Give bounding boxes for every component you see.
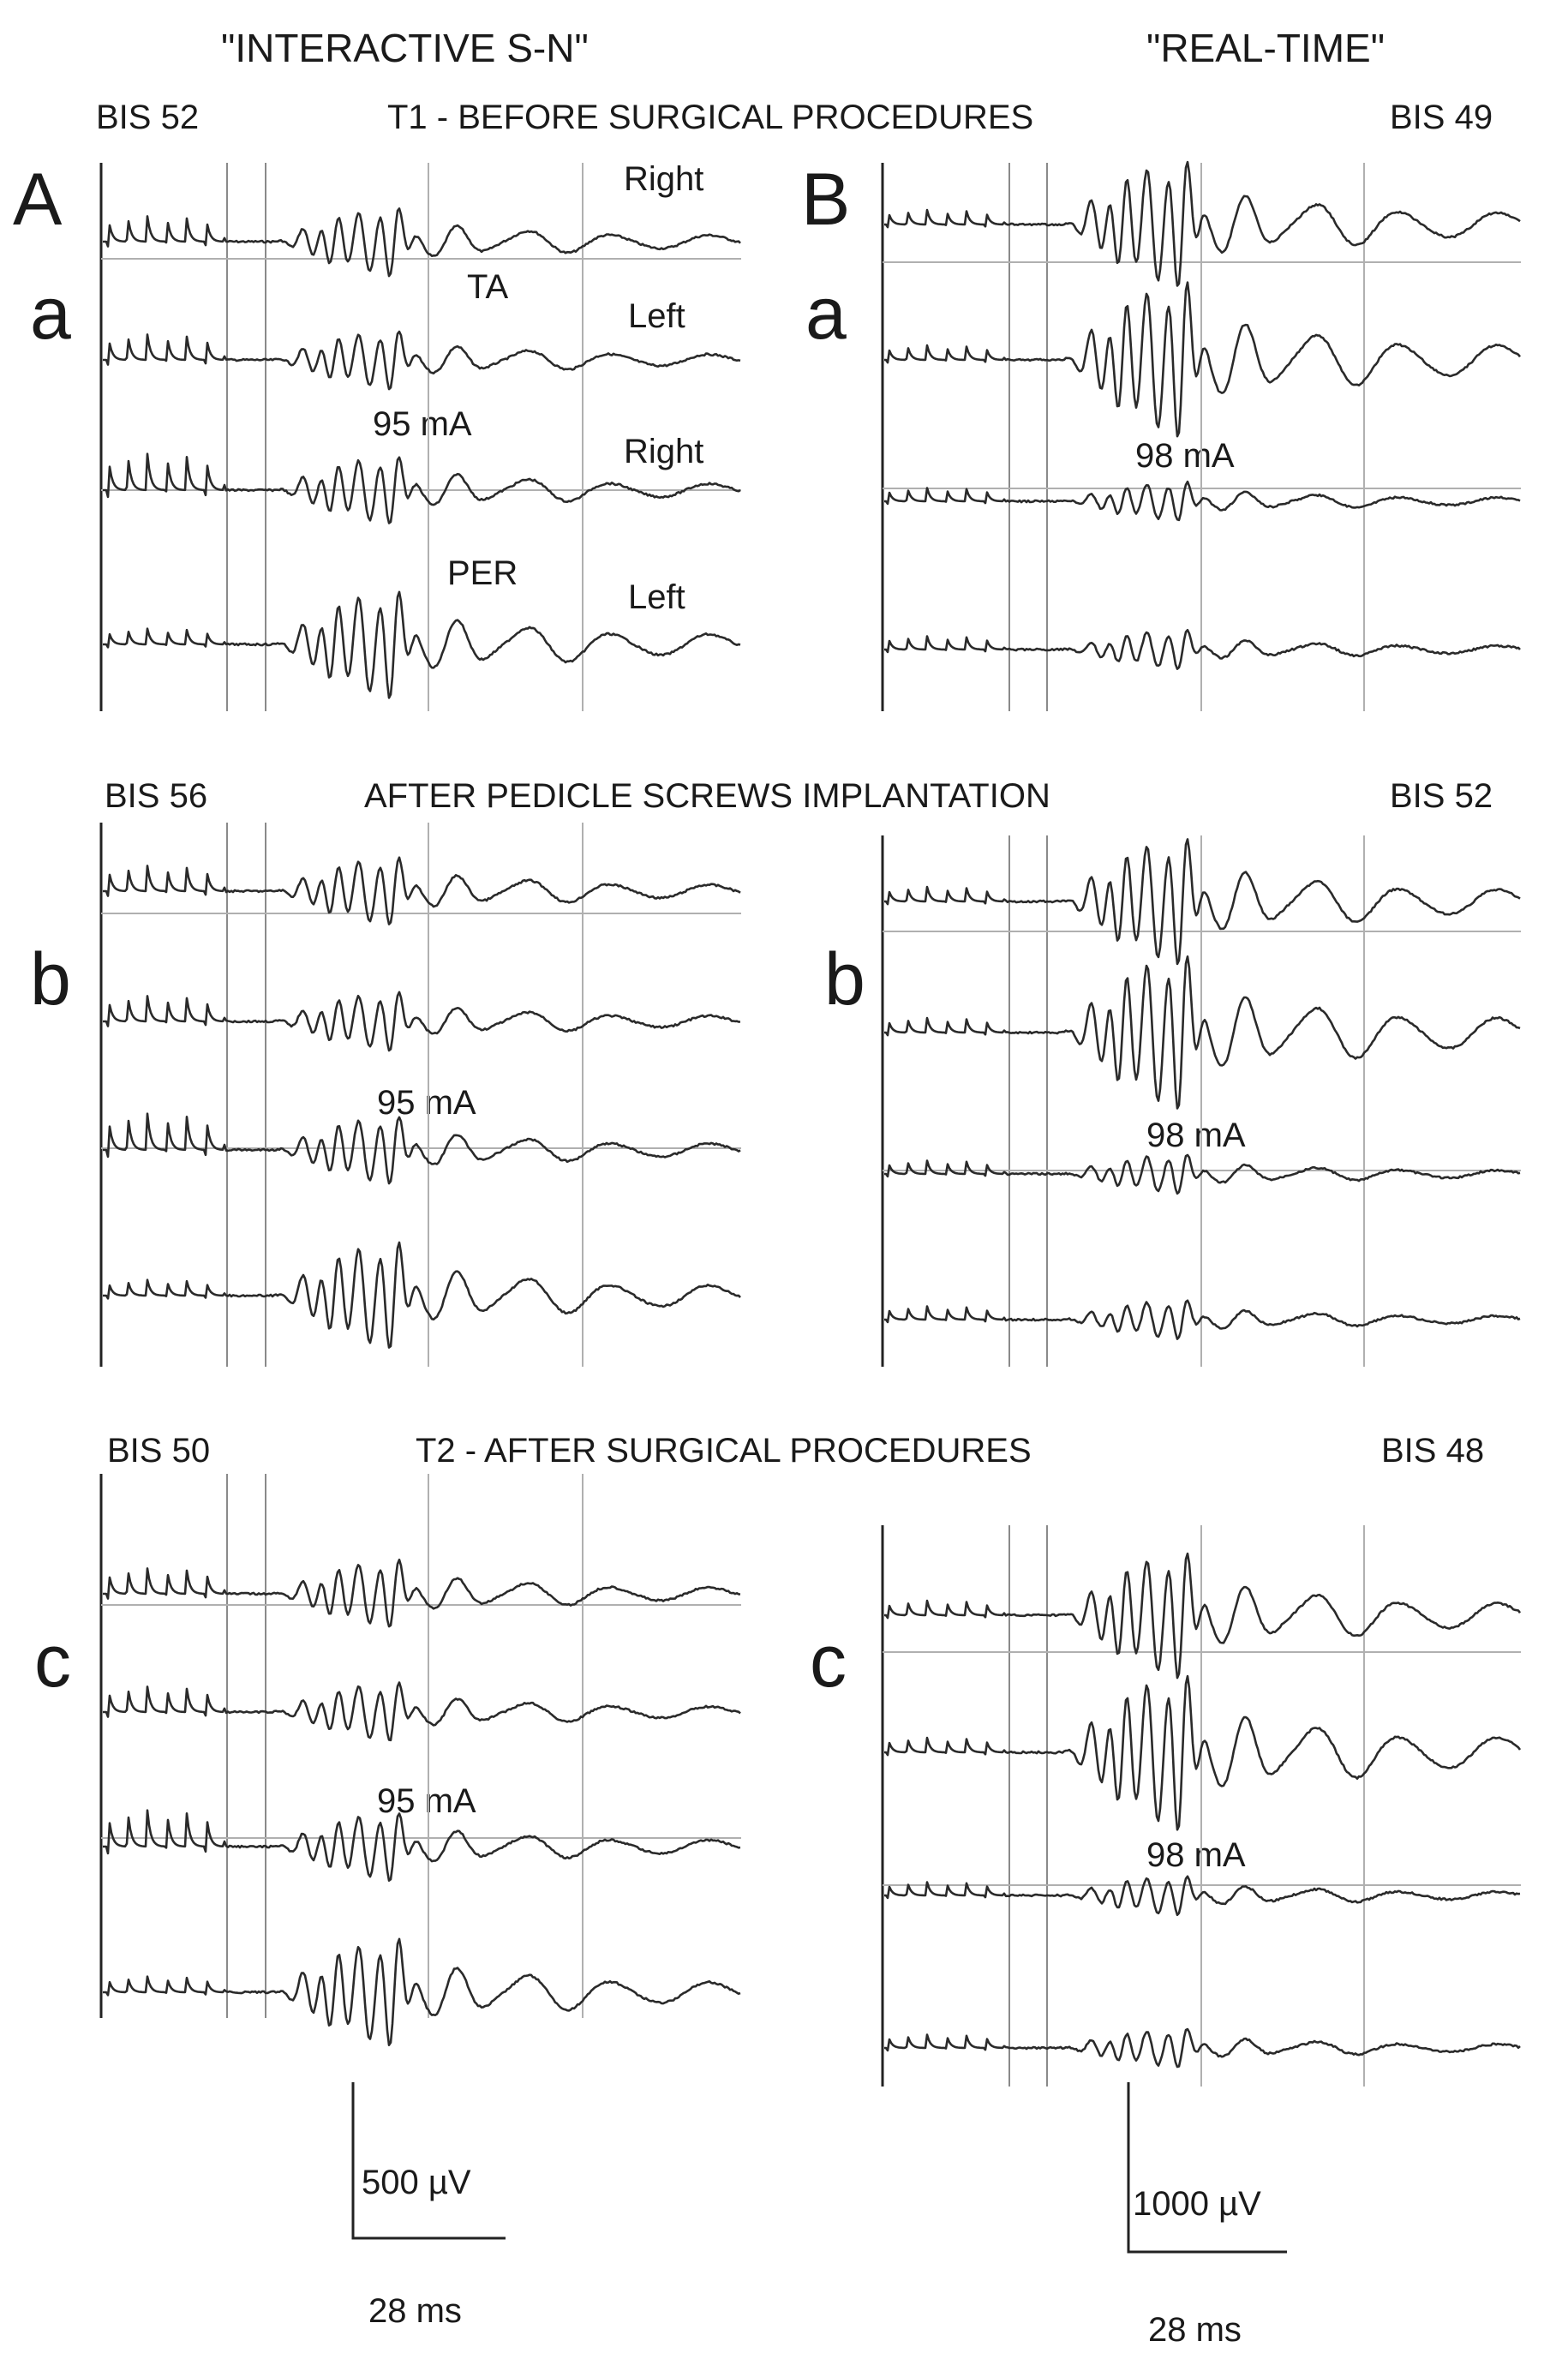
left-column-title: "INTERACTIVE S-N" [221,26,589,70]
emg-trace [884,1674,1522,1831]
panel-letter-B: B [801,159,850,241]
emg-trace [103,1937,741,2046]
row-b-left-current: 95 mA [377,1084,476,1122]
label-left-1: Left [628,297,685,335]
emg-trace [884,955,1521,1110]
right-scale-time: 28 ms [1148,2311,1242,2349]
row-a-left-current: 95 mA [373,405,472,443]
row-c-caption: T2 - AFTER SURGICAL PROCEDURES [416,1432,1032,1470]
panel-c-left-traces [99,1474,741,2046]
right-column-title: "REAL-TIME" [1146,26,1385,70]
emg-trace [884,838,1521,966]
panel-b-right-traces [881,835,1521,1367]
row-a-caption: T1 - BEFORE SURGICAL PROCEDURES [387,99,1033,136]
emg-trace [103,1241,741,1349]
panel-a-left-traces [99,163,741,711]
emg-trace [103,330,741,391]
emg-trace [103,207,741,278]
label-per: PER [447,554,518,592]
row-c-right-letter: c [810,1620,847,1703]
label-right-2: Right [624,433,703,470]
emg-trace [103,1558,741,1628]
emg-trace [884,1875,1521,1917]
emg-trace [103,1809,741,1882]
row-c-right-current: 98 mA [1146,1836,1246,1874]
emg-trace [884,1552,1522,1679]
label-left-2: Left [628,578,685,616]
right-scale-amplitude: 1000 µV [1133,2185,1261,2223]
emg-trace [884,480,1521,522]
row-a-left-letter: a [30,272,71,355]
row-b-caption: AFTER PEDICLE SCREWS IMPLANTATION [364,777,1050,815]
row-c-right-bis: BIS 48 [1381,1432,1484,1470]
panel-b-left-traces [99,823,741,1367]
emg-trace [884,160,1521,287]
emg-trace [103,991,740,1052]
emg-trace [884,2027,1521,2069]
row-b-right-letter: b [824,938,865,1021]
emg-trace [103,590,741,699]
panel-c-right-traces [881,1525,1522,2087]
label-right-1: Right [624,160,703,198]
emg-trace [884,1153,1521,1195]
panel-a-right-traces [881,160,1522,711]
left-scale-bar [351,2082,506,2240]
emg-trace [103,1112,741,1185]
row-c-left-letter: c [34,1620,71,1703]
left-scale-time: 28 ms [368,2292,462,2330]
row-b-right-current: 98 mA [1146,1117,1246,1154]
emg-trace [884,629,1521,670]
emg-trace [103,856,741,925]
row-b-left-bis: BIS 56 [105,777,207,815]
emg-trace [884,281,1522,438]
emg-trace [103,1681,741,1742]
row-c-left-current: 95 mA [377,1782,476,1820]
left-scale-amplitude: 500 µV [362,2164,471,2201]
row-b-left-letter: b [30,938,71,1021]
row-a-right-letter: a [805,272,847,355]
panel-letter-A: A [13,159,63,241]
emg-trace [103,452,741,524]
emg-trace [884,1299,1521,1340]
row-c-left-bis: BIS 50 [107,1432,210,1470]
row-b-right-bis: BIS 52 [1390,777,1493,815]
row-a-left-bis: BIS 52 [96,99,199,136]
right-scale-bar [1127,2082,1287,2254]
row-a-right-current: 98 mA [1135,437,1235,475]
label-ta: TA [467,268,508,306]
row-a-right-bis: BIS 49 [1390,99,1493,136]
